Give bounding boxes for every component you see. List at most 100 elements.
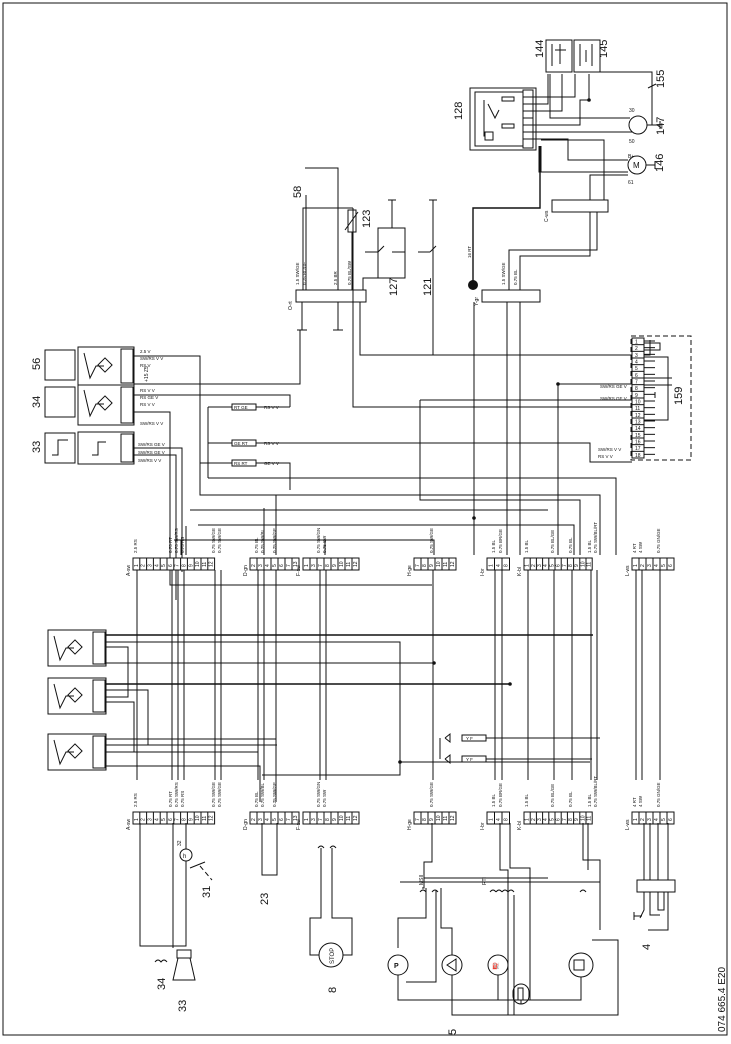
connector-label: I-br [480,822,486,830]
pin-label: 8 [182,818,188,821]
switch-31: 31 [189,861,213,898]
wire-label: 0.75 SW [322,535,327,553]
label-5: 5 [447,1029,459,1035]
label-msii: MSII [419,875,425,885]
label-145: 146 [654,154,666,172]
wire-label: 1.5 BL [587,793,592,807]
pin-label: 11 [346,562,352,567]
plug-34 [154,959,168,963]
connector-label: F-sw [296,565,302,576]
svg-text:SW/RS GE V: SW/RS GE V [138,450,165,455]
wire-label: 1.5 BL [524,793,529,807]
pin-label: 3 [258,818,264,821]
pin-label: 7 [175,818,181,821]
pin-label: 11 [443,562,449,567]
connector-label-Y: Y-gr [474,297,480,306]
pin-label: 6 [668,818,674,821]
pin-label: 5 [272,818,278,821]
switch-4: 4 [633,823,676,950]
pin-label: 2 [635,346,638,352]
pin-label: 3 [537,564,543,567]
label-57: 34 [31,396,43,408]
relay-left-2 [47,677,107,715]
wire-label: 0.75 GN/GE [656,782,661,807]
drawing-number: 074 665.4 E20 [717,967,728,1032]
pin-label: 3 [647,818,653,821]
relay-147: 144 [534,39,573,73]
pin-label: 9 [188,818,194,821]
connector-label: H-ge [407,819,413,830]
pin-label: 9 [429,818,435,821]
pin-label: 12 [450,815,456,821]
pin-label: 7 [635,380,638,386]
pin-label: 8 [325,818,331,821]
relay-58: 56 +15 Z5 [31,346,150,386]
label-144: 128 [453,102,465,120]
connector-label: H-ge [407,565,413,576]
pin-label: 10 [339,561,345,567]
pin-label: 11 [635,406,640,412]
pin-label: 6 [635,373,638,379]
stop-lamp-8: STOP 8 [309,845,353,993]
pin-label: 2 [251,564,257,567]
wire-label: 0.75 SW/GE [429,782,434,807]
pin-label: 1 [525,818,531,821]
pin-label: 8 [422,818,428,821]
pin-label: 18 [635,453,641,459]
pin-label: 4 [635,360,638,366]
svg-text:RS GE V: RS GE V [140,395,158,400]
label-155: 159 [673,387,685,405]
wire-label: 0.75 SW/BL/RT [593,522,598,553]
svg-text:SW/RS V V: SW/RS V V [140,356,163,361]
pin-label: 7 [286,818,292,821]
pin-label: 9 [188,564,194,567]
splice-point [468,280,478,290]
pin-label: 7 [175,564,181,567]
gen-term-61: 61 [628,180,634,186]
pin-label: 8 [568,818,574,821]
svg-text:RS RT: RS RT [234,461,248,466]
wire-label: 0.75 BL/GE [550,530,555,553]
pin-label: 9 [332,818,338,821]
pin-label: 7 [415,564,421,567]
pin-label: 2 [141,564,147,567]
wire-label: 0.75 SW/GE [217,528,222,553]
pin-label: 3 [258,564,264,567]
pin-label: 2 [141,818,147,821]
pin-label: 8 [503,564,509,567]
module-144: 128 [453,87,537,151]
wire-label-Y-2: 0.75 BL [513,269,518,285]
label-123: 121 [422,278,434,296]
pin-label: 11 [346,816,352,821]
pin-label: 12 [209,561,215,567]
svg-text:RS V: RS V [140,363,151,368]
pin-label: 5 [161,818,167,821]
pin-label: 15 [635,433,641,439]
label-56: 33 [31,441,43,453]
pin-label: 10 [436,561,442,567]
pin-label: 10 [195,815,201,821]
wire-label: 1.5 BL [524,539,529,553]
pin-label: 12 [209,815,215,821]
gauge-icon: h [183,854,186,860]
pin-label: 11 [587,562,593,567]
pin-label: 7 [286,564,292,567]
wire-label: 4 RT [632,797,637,807]
pin-label: 5 [549,564,555,567]
warning-icon [446,958,457,972]
pin-label: 10 [580,815,586,821]
label-33-vis: 33 [177,1000,189,1012]
relay-left-1 [47,629,107,667]
connector-label: K-bl [517,567,523,576]
wire-label: 0.75 RT [168,791,173,807]
label-121: 58 [292,186,304,198]
switch-123: 121 [418,199,437,340]
wire-label: 0.75 SW/GE [217,782,222,807]
connector-label: K-bl [517,821,523,830]
